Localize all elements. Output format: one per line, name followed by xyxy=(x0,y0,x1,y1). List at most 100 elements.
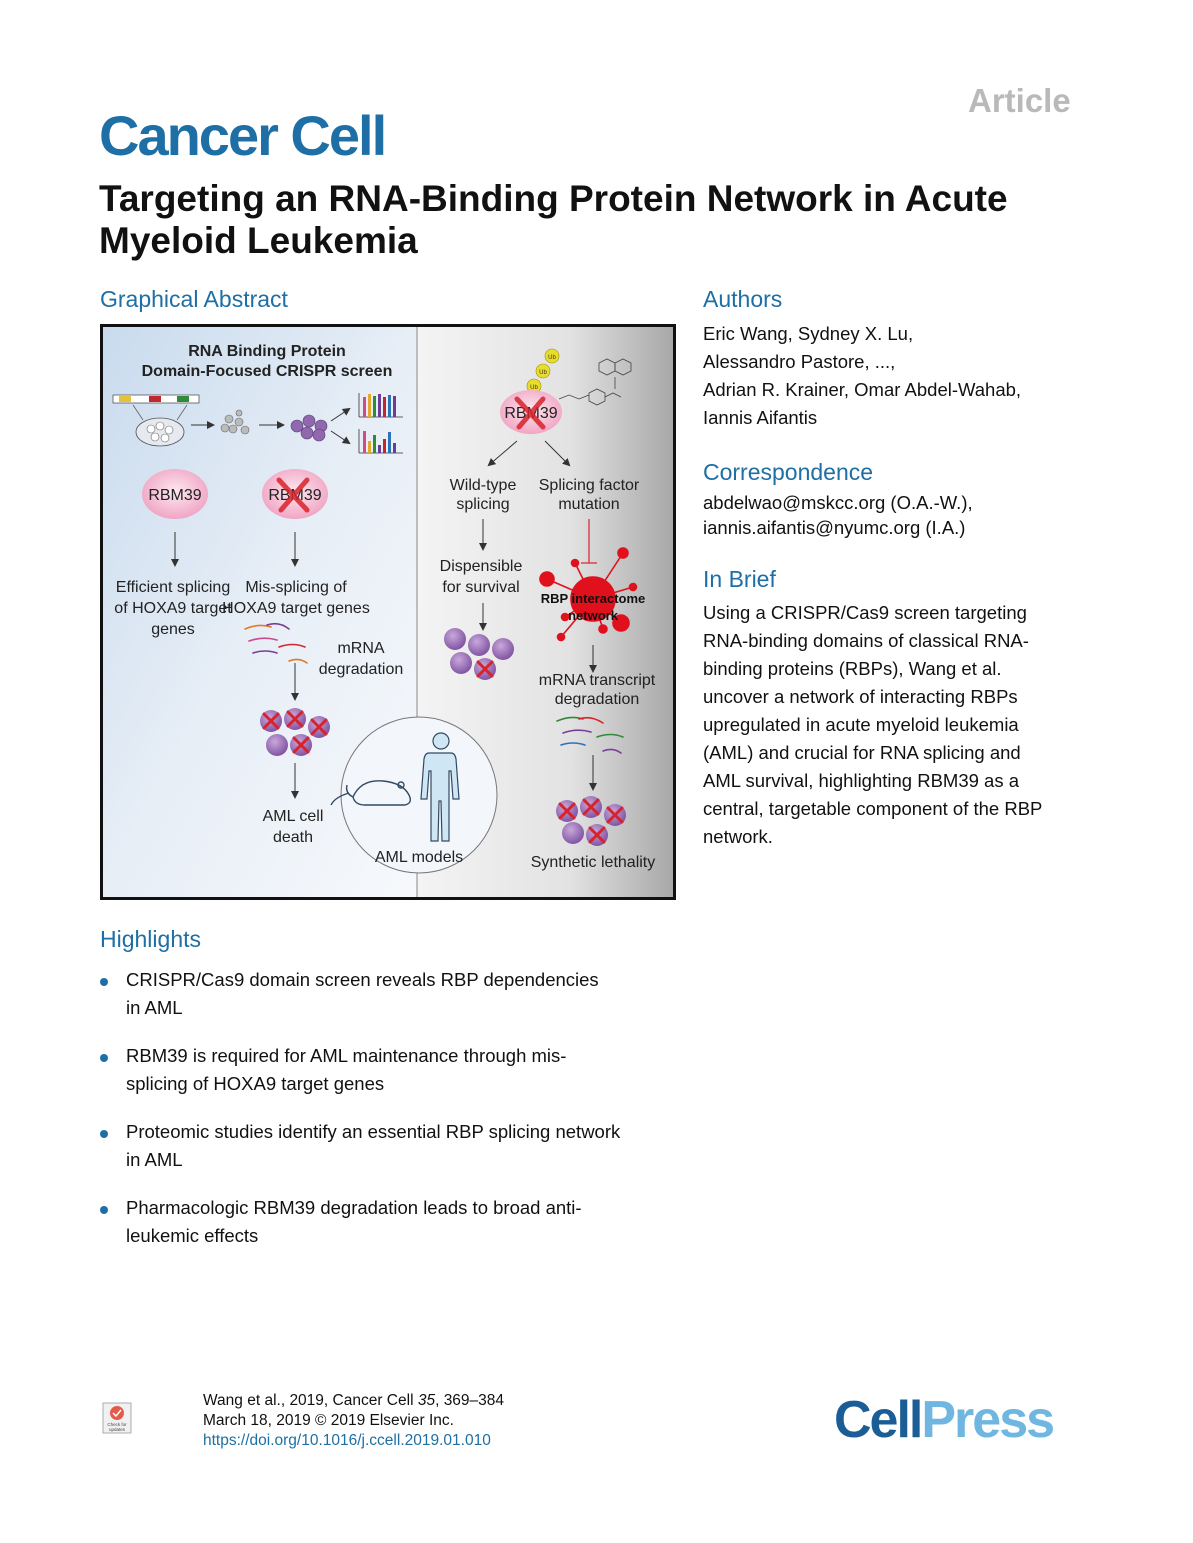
in-brief-text: Using a CRISPR/Cas9 screen targeting RNA… xyxy=(703,599,1042,851)
correspondence-emails: abdelwao@mskcc.org (O.A.-W.), iannis.aif… xyxy=(703,490,973,540)
in-brief-line: uncover a network of interacting RBPs xyxy=(703,686,1018,707)
rbp-network-text: network xyxy=(568,608,619,623)
cellpress-logo: CellPress xyxy=(834,1390,1055,1450)
journal-name: Cancer Cell xyxy=(99,104,387,167)
rbm39-protein-bubble xyxy=(142,469,208,519)
crispr-library-icon xyxy=(112,394,200,447)
article-title: Targeting an RNA-Binding Protein Network… xyxy=(99,178,1099,262)
ub-label: Ub xyxy=(548,355,556,361)
screen-title: RNA Binding Protein xyxy=(188,343,346,360)
highlight-item: CRISPR/Cas9 domain screen reveals RBP de… xyxy=(100,966,690,1022)
in-brief-line: RNA-binding domains of classical RNA- xyxy=(703,630,1029,651)
highlight-line: RBM39 is required for AML maintenance th… xyxy=(126,1045,567,1066)
mis-splicing-text: HOXA9 target genes xyxy=(222,600,370,617)
in-brief-heading: In Brief xyxy=(703,566,776,592)
highlight-line: CRISPR/Cas9 domain screen reveals RBP de… xyxy=(126,969,599,990)
badge-text: updates xyxy=(109,1427,126,1432)
dispensible-text: Dispensible xyxy=(440,558,523,575)
arrow xyxy=(544,440,571,467)
transcript-degradation-text: degradation xyxy=(555,691,640,708)
human-figure-icon xyxy=(420,732,460,842)
highlight-line: splicing of HOXA9 target genes xyxy=(126,1073,385,1094)
citation-pages: , 369–384 xyxy=(435,1392,505,1409)
virus-particles-icon xyxy=(220,409,250,435)
authors-heading: Authors xyxy=(703,286,783,312)
in-brief-line: Using a CRISPR/Cas9 screen targeting xyxy=(703,602,1027,623)
author-line: Eric Wang, Sydney X. Lu, xyxy=(703,323,914,344)
title-line: Myeloid Leukemia xyxy=(99,220,418,261)
author-line: Adrian R. Krainer, Omar Abdel-Wahab, xyxy=(703,379,1022,400)
highlight-line: in AML xyxy=(126,1149,183,1170)
rbp-network-icon xyxy=(539,547,638,642)
citation-date: March 18, 2019 © 2019 Elsevier Inc. xyxy=(203,1412,454,1429)
cell-cluster-icon xyxy=(290,414,328,442)
authors-list: Eric Wang, Sydney X. Lu, Alessandro Past… xyxy=(703,320,1021,432)
citation-block: Wang et al., 2019, Cancer Cell 35, 369–3… xyxy=(203,1391,504,1451)
author-line: Alessandro Pastore, ..., xyxy=(703,351,896,372)
highlight-item: Pharmacologic RBM39 degradation leads to… xyxy=(100,1194,690,1250)
in-brief-line: upregulated in acute myeloid leukemia xyxy=(703,714,1019,735)
aml-cell-death-text: death xyxy=(273,829,313,846)
check-for-updates-badge[interactable]: Check for updates xyxy=(102,1402,132,1434)
arrow xyxy=(330,430,351,445)
graphical-abstract-figure: RNA Binding Protein Domain-Focused CRISP… xyxy=(100,324,676,900)
citation-line: Wang et al., 2019, Cancer Cell 35, 369–3… xyxy=(203,1391,504,1411)
rbm39-label: RBM39 xyxy=(148,487,201,504)
arrow xyxy=(487,440,518,467)
rbp-network-text: RBP interactome xyxy=(541,591,646,606)
degradation-x-icon xyxy=(514,396,546,430)
doi-link[interactable]: https://doi.org/10.1016/j.ccell.2019.01.… xyxy=(203,1432,491,1449)
in-brief-line: network. xyxy=(703,826,773,847)
in-brief-line: central, targetable component of the RBP xyxy=(703,798,1043,819)
citation-volume: 35 xyxy=(417,1392,436,1409)
highlight-line: Pharmacologic RBM39 degradation leads to… xyxy=(126,1197,582,1218)
mis-splicing-text: Mis-splicing of xyxy=(245,579,347,596)
transcript-fragments-icon xyxy=(556,716,624,754)
in-brief-line: (AML) and crucial for RNA splicing and xyxy=(703,742,1021,763)
drug-molecule-icon xyxy=(558,358,632,406)
arrow xyxy=(330,407,351,422)
wild-type-splicing-text: Wild-type xyxy=(450,477,517,494)
article-type-label: Article xyxy=(968,82,1071,119)
screen-barchart-top-icon xyxy=(358,393,403,418)
synthetic-lethality-text: Synthetic lethality xyxy=(531,854,656,871)
check-updates-icon: Check for updates xyxy=(102,1402,132,1434)
highlight-item: Proteomic studies identify an essential … xyxy=(100,1118,690,1174)
aml-models-text: AML models xyxy=(375,849,463,866)
mrna-fragments-icon xyxy=(244,622,308,664)
highlight-item: RBM39 is required for AML maintenance th… xyxy=(100,1042,690,1098)
mrna-degradation-text: degradation xyxy=(319,661,404,678)
graphical-abstract-svg: RNA Binding Protein Domain-Focused CRISP… xyxy=(103,327,673,897)
mrna-degradation-text: mRNA xyxy=(337,640,384,657)
email-link[interactable]: iannis.aifantis@nyumc.org (I.A.) xyxy=(703,517,966,538)
wild-type-splicing-text: splicing xyxy=(456,496,509,513)
inhibition-line xyxy=(581,519,597,564)
screen-barchart-bottom-icon xyxy=(358,429,403,454)
highlights-list: CRISPR/Cas9 domain screen reveals RBP de… xyxy=(100,966,690,1270)
transcript-degradation-text: mRNA transcript xyxy=(539,672,656,689)
efficient-splicing-text: genes xyxy=(151,621,195,638)
author-line: Iannis Aifantis xyxy=(703,407,818,428)
splicing-factor-mutation-text: mutation xyxy=(558,496,619,513)
bullet-icon xyxy=(100,978,108,986)
ub-label: Ub xyxy=(530,385,538,391)
highlight-line: leukemic effects xyxy=(126,1225,259,1246)
graphical-abstract-heading: Graphical Abstract xyxy=(100,286,288,312)
highlight-line: Proteomic studies identify an essential … xyxy=(126,1121,621,1142)
logo-part: Cell xyxy=(834,1391,923,1449)
highlights-heading: Highlights xyxy=(100,926,201,952)
lethal-cells-icon xyxy=(556,796,626,846)
ub-label: Ub xyxy=(539,370,547,376)
highlight-line: in AML xyxy=(126,997,183,1018)
in-brief-line: AML survival, highlighting RBM39 as a xyxy=(703,770,1020,791)
bullet-icon xyxy=(100,1206,108,1214)
screen-title: Domain-Focused CRISPR screen xyxy=(142,363,393,380)
aml-models-circle xyxy=(340,716,498,874)
badge-text: Check for xyxy=(107,1422,127,1427)
email-link[interactable]: abdelwao@mskcc.org (O.A.-W.), xyxy=(703,492,973,513)
logo-part: Press xyxy=(921,1391,1055,1449)
knockout-x-icon xyxy=(276,477,310,513)
surviving-cells-icon xyxy=(444,628,514,680)
efficient-splicing-text: of HOXA9 target xyxy=(114,600,232,617)
in-brief-line: binding proteins (RBPs), Wang et al. xyxy=(703,658,1002,679)
